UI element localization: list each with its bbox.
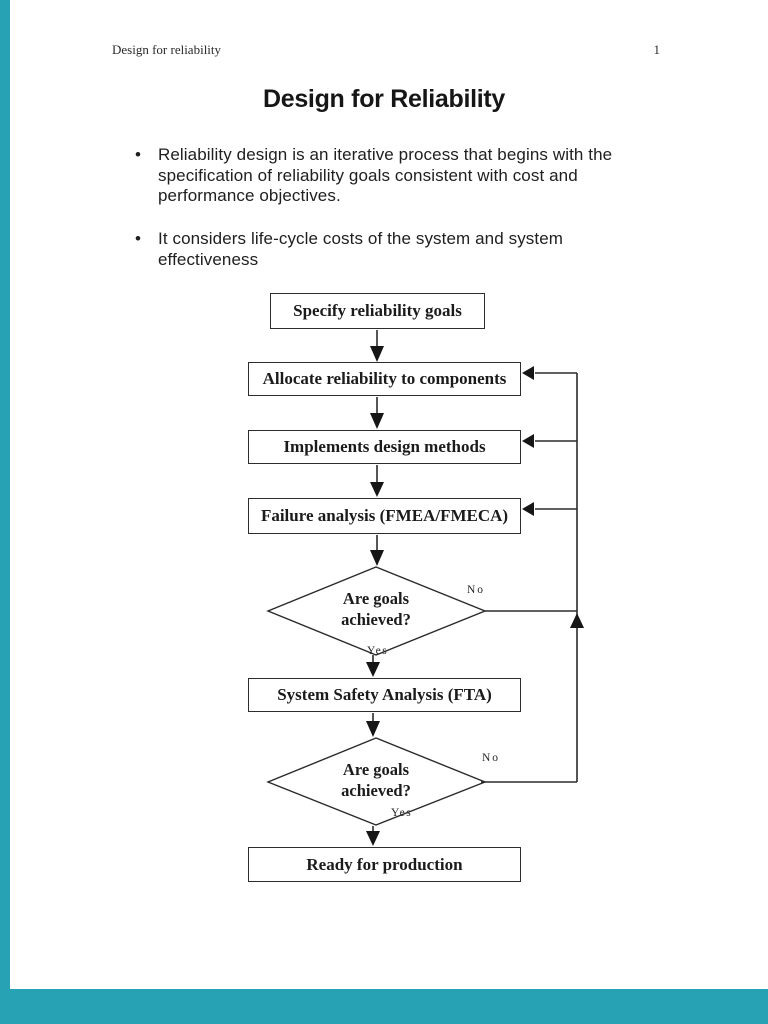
process-box-label: System Safety Analysis (FTA) (277, 685, 492, 704)
bullet-line: performance objectives. (158, 186, 341, 206)
process-box-specify-goals: Specify reliability goals (270, 293, 485, 329)
feedback-arrow-to-failure (522, 502, 577, 516)
no-label-1: No (467, 584, 486, 596)
decision-question-2: Are goals achieved? (276, 759, 476, 801)
decision-question-1: Are goals achieved? (276, 588, 476, 630)
viewer-background-left-bar (0, 0, 10, 989)
header-running-title: Design for reliability (112, 42, 222, 57)
down-arrow (370, 465, 384, 497)
bullet-line: Reliability design is an iterative proce… (158, 145, 613, 164)
feedback-arrow-to-allocate (522, 366, 577, 380)
bullet-icon: • (135, 145, 141, 164)
down-arrow-yes-1 (366, 655, 380, 677)
down-arrow (366, 713, 380, 737)
process-box-implements-design: Implements design methods (248, 430, 521, 464)
page-number: 1 (653, 42, 661, 57)
process-box-label: Implements design methods (283, 437, 486, 456)
yes-label-1: Yes (367, 645, 389, 657)
bullet-item: It considers life-cycle costs of the sys… (158, 229, 638, 270)
down-arrow (370, 535, 384, 566)
slide-title: Design for Reliability (262, 85, 506, 113)
process-box-failure-analysis: Failure analysis (FMEA/FMECA) (248, 498, 521, 534)
process-box-ready-production: Ready for production (248, 847, 521, 882)
process-box-allocate-reliability: Allocate reliability to components (248, 362, 521, 396)
down-arrow (370, 330, 384, 362)
down-arrow-yes-2 (366, 826, 380, 846)
decision-question-line: achieved? (341, 610, 411, 629)
bullet-item: Reliability design is an iterative proce… (158, 145, 638, 207)
down-arrow (370, 397, 384, 429)
feedback-arrow-to-implements (522, 434, 577, 448)
process-box-system-safety: System Safety Analysis (FTA) (248, 678, 521, 712)
bullet-line: It considers life-cycle costs of the sys… (158, 229, 564, 248)
process-box-label: Ready for production (306, 854, 463, 874)
process-box-label: Allocate reliability to components (262, 369, 507, 388)
page-header: Design for reliability 1 (112, 42, 660, 58)
process-box-label: Failure analysis (FMEA/FMECA) (260, 506, 509, 525)
viewer-background-bottom-bar (0, 989, 768, 1024)
no-label-2: No (482, 752, 501, 764)
decision-question-line: Are goals (342, 760, 410, 779)
decision-question-line: Are goals (342, 589, 410, 608)
yes-label-2: Yes (391, 807, 413, 819)
decision-question-line: achieved? (341, 781, 411, 800)
bullet-line: specification of reliability goals consi… (158, 165, 578, 185)
bullet-line: effectiveness (158, 249, 259, 269)
process-box-label: Specify reliability goals (293, 301, 462, 320)
feedback-vertical-line (570, 373, 584, 782)
bullet-icon: • (135, 229, 141, 248)
